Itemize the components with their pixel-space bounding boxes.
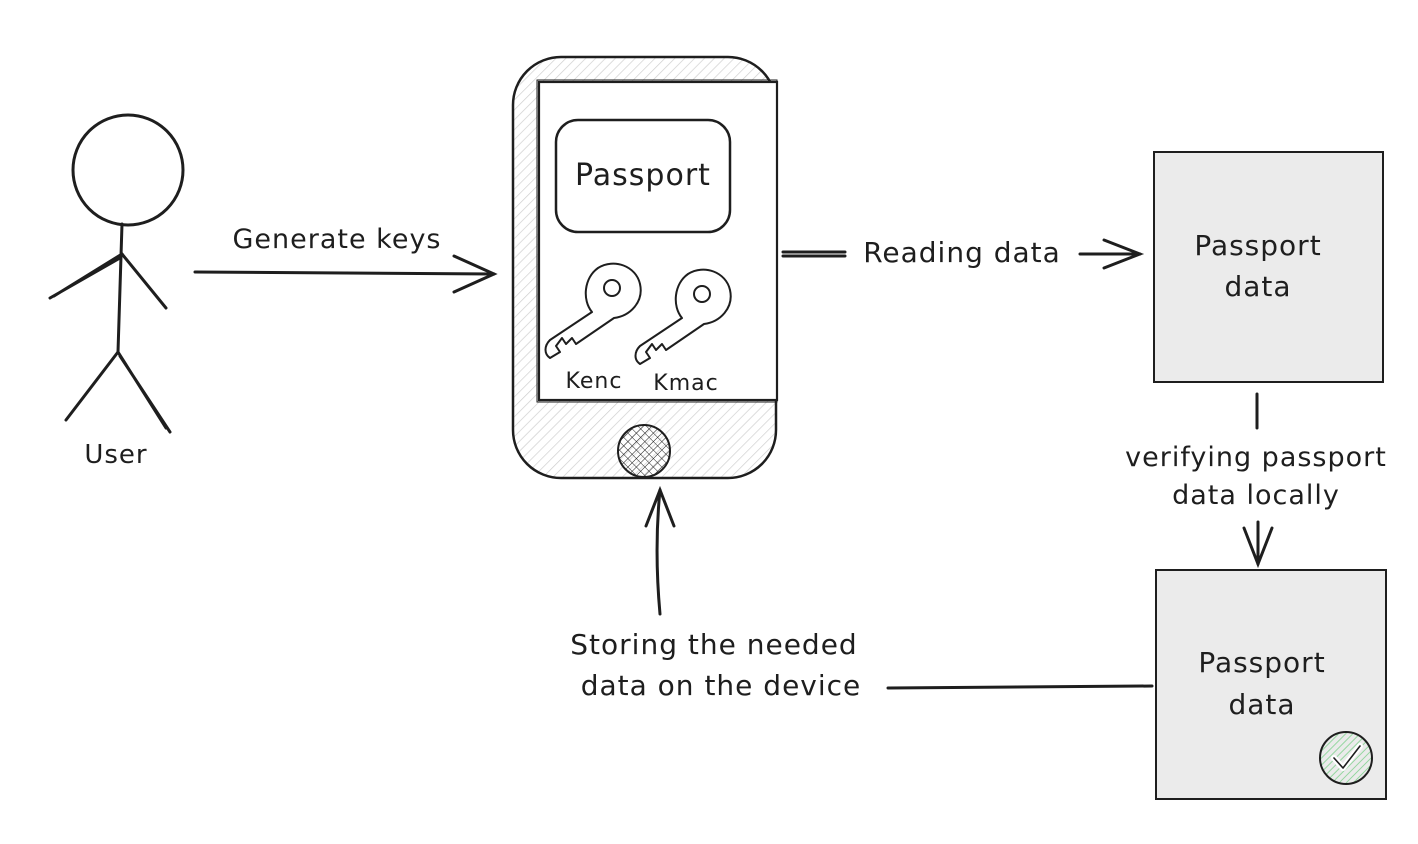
user-body — [116, 222, 124, 354]
passport-data-box — [1153, 151, 1384, 383]
home-button — [617, 424, 671, 478]
reading-data-label: Reading data — [863, 236, 1061, 269]
key-kenc-label: Kenc — [566, 369, 623, 394]
phone-screen-inner-edge — [536, 79, 778, 403]
key-kenc-icon — [544, 262, 642, 359]
verifying-label-line2: data locally — [1172, 480, 1340, 511]
verifying-arrow — [1242, 392, 1274, 569]
key-kmac-icon — [634, 268, 732, 365]
passport-data-label-line1: Passport — [1194, 229, 1321, 262]
verified-data-label-line1: Passport — [1198, 646, 1325, 679]
passport-data-label-line2: data — [1224, 270, 1291, 303]
user-leg-right — [116, 350, 172, 434]
storing-arrow — [644, 485, 1154, 690]
check-icon — [1319, 731, 1373, 785]
user-arm-right — [120, 252, 168, 310]
storing-label-line2: data on the device — [581, 669, 862, 702]
user-figure — [48, 113, 185, 434]
passport-card — [554, 118, 732, 234]
generate-keys-label: Generate keys — [232, 224, 441, 255]
user-leg-left — [64, 350, 120, 422]
passport-card-title: Passport — [575, 158, 711, 193]
generate-keys-arrow — [193, 254, 498, 294]
phone-device — [511, 55, 779, 480]
user-arm-left — [48, 252, 124, 300]
user-head — [71, 113, 185, 227]
user-label: User — [84, 440, 147, 470]
verified-data-label-line2: data — [1228, 688, 1295, 721]
reading-data-arrow — [781, 238, 1145, 270]
verifying-label-line1: verifying passport — [1125, 442, 1387, 473]
storing-label-line1: Storing the needed — [570, 628, 857, 661]
key-kmac-label: Kmac — [653, 371, 718, 396]
